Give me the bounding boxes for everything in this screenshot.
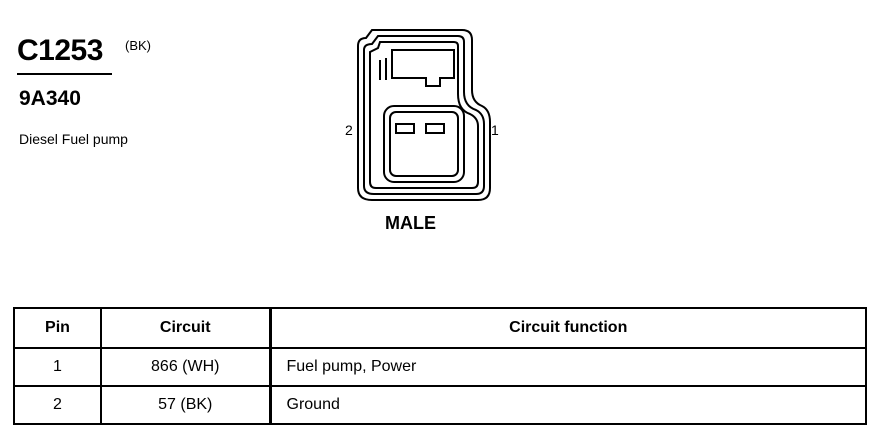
header-circuit: Circuit <box>100 307 272 349</box>
housing-seal-outline <box>369 41 479 189</box>
table-row: 2 57 (BK) Ground <box>13 385 867 425</box>
cell-pin: 1 <box>13 347 102 387</box>
title-underline <box>17 73 112 75</box>
cell-circuit: 57 (BK) <box>100 385 272 425</box>
housing-inner-outline <box>363 35 485 195</box>
connector-description: Diesel Fuel pump <box>19 131 128 147</box>
locking-tab <box>391 49 455 87</box>
header-circuit-function: Circuit function <box>269 307 867 349</box>
connector-face-drawing <box>357 29 491 201</box>
terminal-cavity-inner <box>389 111 459 177</box>
cell-pin: 2 <box>13 385 102 425</box>
pin-2-terminal <box>395 123 415 134</box>
table-row: 1 866 (WH) Fuel pump, Power <box>13 347 867 387</box>
table-header-row: Pin Circuit Circuit function <box>13 307 867 349</box>
pin-label-2: 2 <box>345 122 353 138</box>
header-pin: Pin <box>13 307 102 349</box>
terminal-cavity <box>383 105 465 183</box>
pin-label-1: 1 <box>491 122 499 138</box>
connector-id: C1253 <box>17 34 103 67</box>
pin-1-terminal <box>425 123 445 134</box>
cell-circuit-function: Fuel pump, Power <box>269 347 867 387</box>
cell-circuit-function: Ground <box>269 385 867 425</box>
part-number: 9A340 <box>19 87 81 110</box>
pinout-table: Pin Circuit Circuit function 1 866 (WH) … <box>13 307 867 425</box>
cell-circuit: 866 (WH) <box>100 347 272 387</box>
connector-gender: MALE <box>385 213 436 233</box>
connector-color: (BK) <box>125 38 151 53</box>
housing-outer-outline <box>357 29 491 201</box>
